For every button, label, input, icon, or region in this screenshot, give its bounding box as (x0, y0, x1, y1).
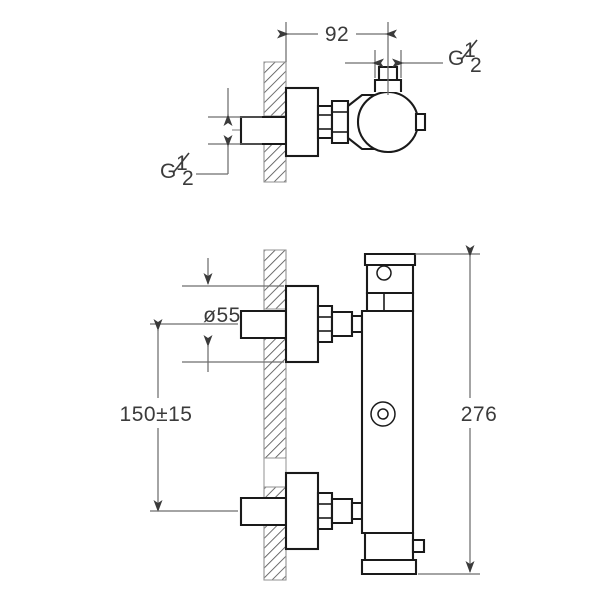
front-view-index-dial (370, 401, 396, 427)
front-view-top-head (363, 252, 417, 313)
dim-150-label: 150±15 (120, 403, 193, 426)
top-view-escutcheon (284, 86, 320, 158)
top-view-wall (263, 61, 287, 183)
dim-g-half-top-group: G 1 2 (345, 39, 482, 78)
front-view-lower-inlet (239, 471, 364, 551)
dim-92-group: 92 (277, 22, 397, 95)
front-view-upper-inlet (239, 284, 364, 364)
dim-276-group: 276 (415, 245, 510, 575)
dim-g-half-left-label: G 1 2 (160, 152, 194, 190)
dim-g-half-top-label: G 1 2 (448, 39, 482, 77)
top-view-group: 92 G 1 2 G 1 (160, 22, 482, 190)
dim-d55-lower-pointer (182, 335, 284, 372)
g-half-top-denominator: 2 (470, 54, 482, 77)
top-view-right-spigot (414, 112, 427, 132)
top-view-union-nut (316, 99, 350, 145)
front-view-bottom-outlet (360, 531, 426, 576)
dim-150-group: 150±15 (104, 319, 238, 512)
g-half-top-numerator: 1 (464, 39, 476, 62)
g-half-left-denominator: 2 (182, 167, 194, 190)
g-half-left-numerator: 1 (176, 152, 188, 175)
top-view-inlet-nipple (239, 115, 288, 146)
front-view-group: ø55 150±15 276 (104, 245, 510, 581)
front-view-mixer-body (360, 309, 415, 535)
front-view-wall (263, 249, 287, 581)
dim-g-half-left-group: G 1 2 (160, 88, 262, 190)
dim-d55-group: ø55 (150, 258, 284, 327)
dim-d55-label: ø55 (203, 304, 241, 327)
g-half-left-letter: G (160, 160, 176, 183)
dim-92-label: 92 (325, 23, 349, 46)
top-view-valve-body (356, 90, 420, 154)
g-half-top-letter: G (448, 47, 464, 70)
dim-276-label: 276 (461, 403, 498, 426)
